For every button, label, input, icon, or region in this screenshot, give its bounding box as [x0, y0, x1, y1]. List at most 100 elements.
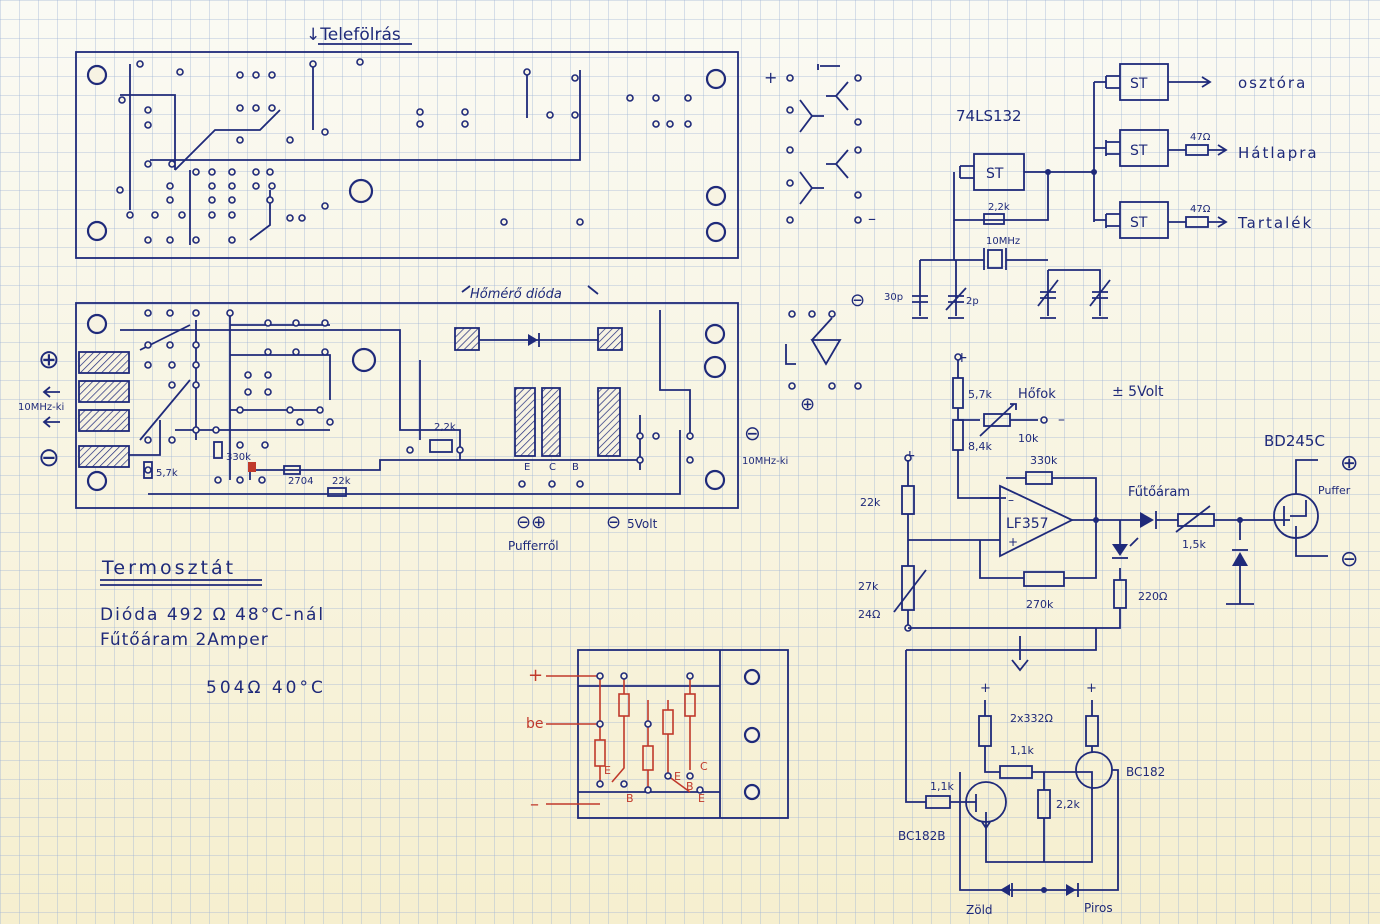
- top-board-title: ↓Telefölrás: [306, 25, 401, 45]
- pin-e: E: [524, 462, 530, 473]
- heater-label: Fűtőáram: [1128, 485, 1190, 500]
- transistor-label: BD245C: [1264, 432, 1325, 450]
- pin-b: B: [572, 462, 579, 473]
- diode-header: Hőmérő dióda: [470, 287, 562, 302]
- red-pin-b2: B: [686, 780, 694, 793]
- q2-label: BC182: [1126, 765, 1165, 779]
- svg-text:+: +: [764, 68, 777, 87]
- red-pin-e3: E: [698, 792, 705, 805]
- svg-text:⊕: ⊕: [800, 394, 815, 415]
- pot-10k: 10k: [1018, 432, 1039, 445]
- r-8-4k: 8,4k: [968, 440, 992, 453]
- red-pin-e1: E: [604, 764, 611, 777]
- red-pin-e2: E: [674, 770, 681, 783]
- cap-2p: 2p: [966, 296, 979, 307]
- led-red: Piros: [1084, 901, 1113, 915]
- puffer-out: Puffer: [1318, 484, 1351, 497]
- svg-text:⊖: ⊖: [1340, 547, 1358, 572]
- feedback-r: 2,2k: [988, 202, 1010, 213]
- red-in: be: [526, 716, 544, 732]
- red-pin-b1: B: [626, 792, 634, 805]
- r-270k: 270k: [1026, 598, 1054, 611]
- notes-line-2: Fűtőáram 2Amper: [100, 630, 269, 650]
- svg-text:⊕: ⊕: [1340, 451, 1358, 476]
- puffer-terminals: ⊖⊕: [516, 512, 546, 533]
- svg-text:–: –: [868, 209, 876, 228]
- comp-2704: 2704: [288, 476, 313, 487]
- r-2-2k: 2,2k: [1056, 798, 1080, 811]
- r-27k: 27k: [858, 580, 879, 593]
- terminal-minus: ⊖: [38, 443, 60, 473]
- red-plus: +: [528, 665, 543, 686]
- st-gate-4: ST: [1130, 215, 1148, 231]
- notes-line-3: 504Ω 40°C: [206, 678, 326, 698]
- supply-label: ± 5Volt: [1112, 384, 1164, 400]
- svg-text:+: +: [956, 350, 968, 366]
- r-5-7k: 5,7k: [968, 388, 992, 401]
- comp-2-2k: 2,2k: [434, 422, 456, 433]
- comp-330k: 330k: [226, 452, 251, 463]
- pin-c: C: [549, 462, 556, 473]
- indicator-section: 1,1k + 2x332Ω 1,1k + BC182B BC182 2,2k Z…: [898, 628, 1165, 917]
- gate-symbols: + – ⊖ ⊕: [764, 64, 876, 415]
- bottom-pads: [144, 309, 694, 488]
- notes-line-1: Dióda 492 Ω 48°C-nál: [100, 605, 325, 625]
- red-pin-c: C: [700, 760, 708, 773]
- svg-text:+: +: [980, 681, 991, 696]
- heater-r: 1,5k: [1182, 538, 1206, 551]
- svg-text:–: –: [1058, 412, 1065, 428]
- red-minus: –: [530, 794, 539, 815]
- r-feedback-330k: 330k: [1030, 454, 1058, 467]
- mounting-holes: [86, 64, 727, 243]
- volt-terminal: ⊖: [606, 512, 621, 533]
- sensor-label: Hőfok: [1018, 387, 1056, 402]
- q1-label: BC182B: [898, 829, 946, 843]
- r-220: 220Ω: [1138, 590, 1167, 603]
- r-2x332: 2x332Ω: [1010, 712, 1053, 725]
- notes-title: Termosztát: [101, 557, 236, 579]
- st-gate-3: ST: [1130, 143, 1148, 159]
- svg-text:–: –: [1008, 493, 1014, 507]
- top-board: ↓Telefölrás: [75, 25, 739, 259]
- terminal-plus: ⊕: [38, 345, 60, 375]
- left-10mhz-label: 10MHz-ki: [18, 402, 64, 413]
- st-gate-1: ST: [986, 166, 1004, 182]
- top-pads: [116, 58, 692, 244]
- heater-diode: [479, 333, 598, 347]
- output-label-1: osztóra: [1238, 74, 1307, 92]
- bottom-traces: [120, 310, 691, 495]
- svg-text:+: +: [1086, 681, 1097, 696]
- svg-text:⊖: ⊖: [850, 290, 865, 311]
- top-traces: [120, 64, 581, 245]
- right-minus-terminal: ⊖: [744, 421, 761, 445]
- crystal-label: 10MHz: [986, 236, 1020, 247]
- comp-5-7k: 5,7k: [156, 468, 178, 479]
- r-1-1k-a: 1,1k: [930, 780, 954, 793]
- output-label-3: Tartalék: [1237, 214, 1313, 232]
- bottom-holes: [86, 313, 727, 492]
- red-board: + be – E B E C B E: [526, 649, 789, 819]
- st-gate-2: ST: [1130, 76, 1148, 92]
- cap-30p: 30p: [884, 292, 903, 303]
- notes: Termosztát Dióda 492 Ω 48°C-nál Fűtőáram…: [100, 557, 326, 698]
- r-1-1k-b: 1,1k: [1010, 744, 1034, 757]
- ic-label: 74LS132: [956, 107, 1022, 125]
- volt-label: 5Volt: [627, 517, 658, 531]
- svg-text:+: +: [1008, 535, 1018, 549]
- r-24: 24Ω: [858, 608, 880, 621]
- bottom-components: 5,7k 330k 2704 22k 2,2k E C B: [143, 422, 579, 497]
- opamp-label: LF357: [1006, 516, 1049, 532]
- puffer-label: Pufferről: [508, 539, 559, 553]
- comp-22k: 22k: [332, 476, 351, 487]
- r-22k: 22k: [860, 496, 881, 509]
- led-green: Zöld: [966, 903, 993, 917]
- bottom-board: Hőmérő dióda: [18, 285, 788, 553]
- output-r-2: 47Ω: [1190, 132, 1211, 143]
- output-r-3: 47Ω: [1190, 204, 1211, 215]
- terminal-blocks: [78, 327, 623, 468]
- output-label-2: Hátlapra: [1238, 144, 1319, 162]
- oscillator-section: 74LS132 ST ST ST ST osztóra 47Ω Hátlapra…: [884, 63, 1319, 319]
- right-10mhz-label: 10MHz-ki: [742, 456, 788, 467]
- thermo-amp-section: + 5,7k Hőfok 10k – 8,4k ± 5Volt 330k LF3…: [858, 350, 1358, 672]
